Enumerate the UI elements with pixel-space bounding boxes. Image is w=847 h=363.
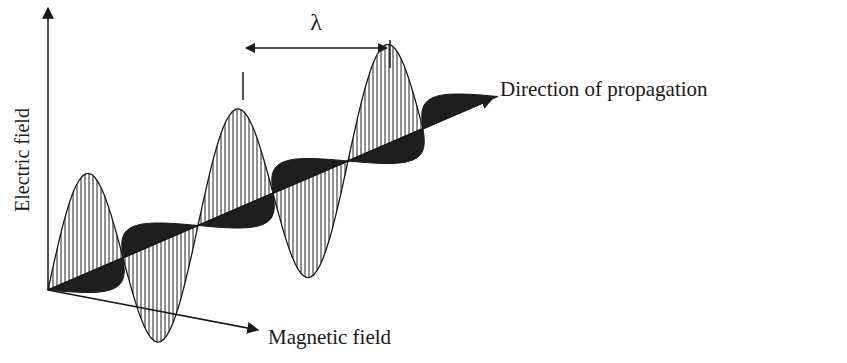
axis-label: Magnetic field — [268, 326, 391, 349]
electric-axis — [47, 8, 49, 290]
wavelength-tick — [242, 72, 244, 100]
wavelength-arrow — [246, 47, 387, 48]
electric-lobe — [123, 226, 198, 343]
propagation-axis — [48, 99, 492, 290]
axis-label: Electric field — [11, 108, 33, 212]
electric-lobe — [48, 173, 123, 290]
wavelength-tick — [389, 40, 391, 68]
wavelength-symbol: λ — [310, 9, 322, 35]
magnetic-axis — [48, 290, 258, 330]
electric-lobe — [348, 44, 423, 161]
magnetic-wave — [48, 94, 498, 293]
electric-lobe — [198, 109, 273, 226]
axis-label: Direction of propagation — [500, 78, 708, 101]
electric-lobe — [273, 161, 348, 278]
electric-wave — [48, 44, 423, 342]
